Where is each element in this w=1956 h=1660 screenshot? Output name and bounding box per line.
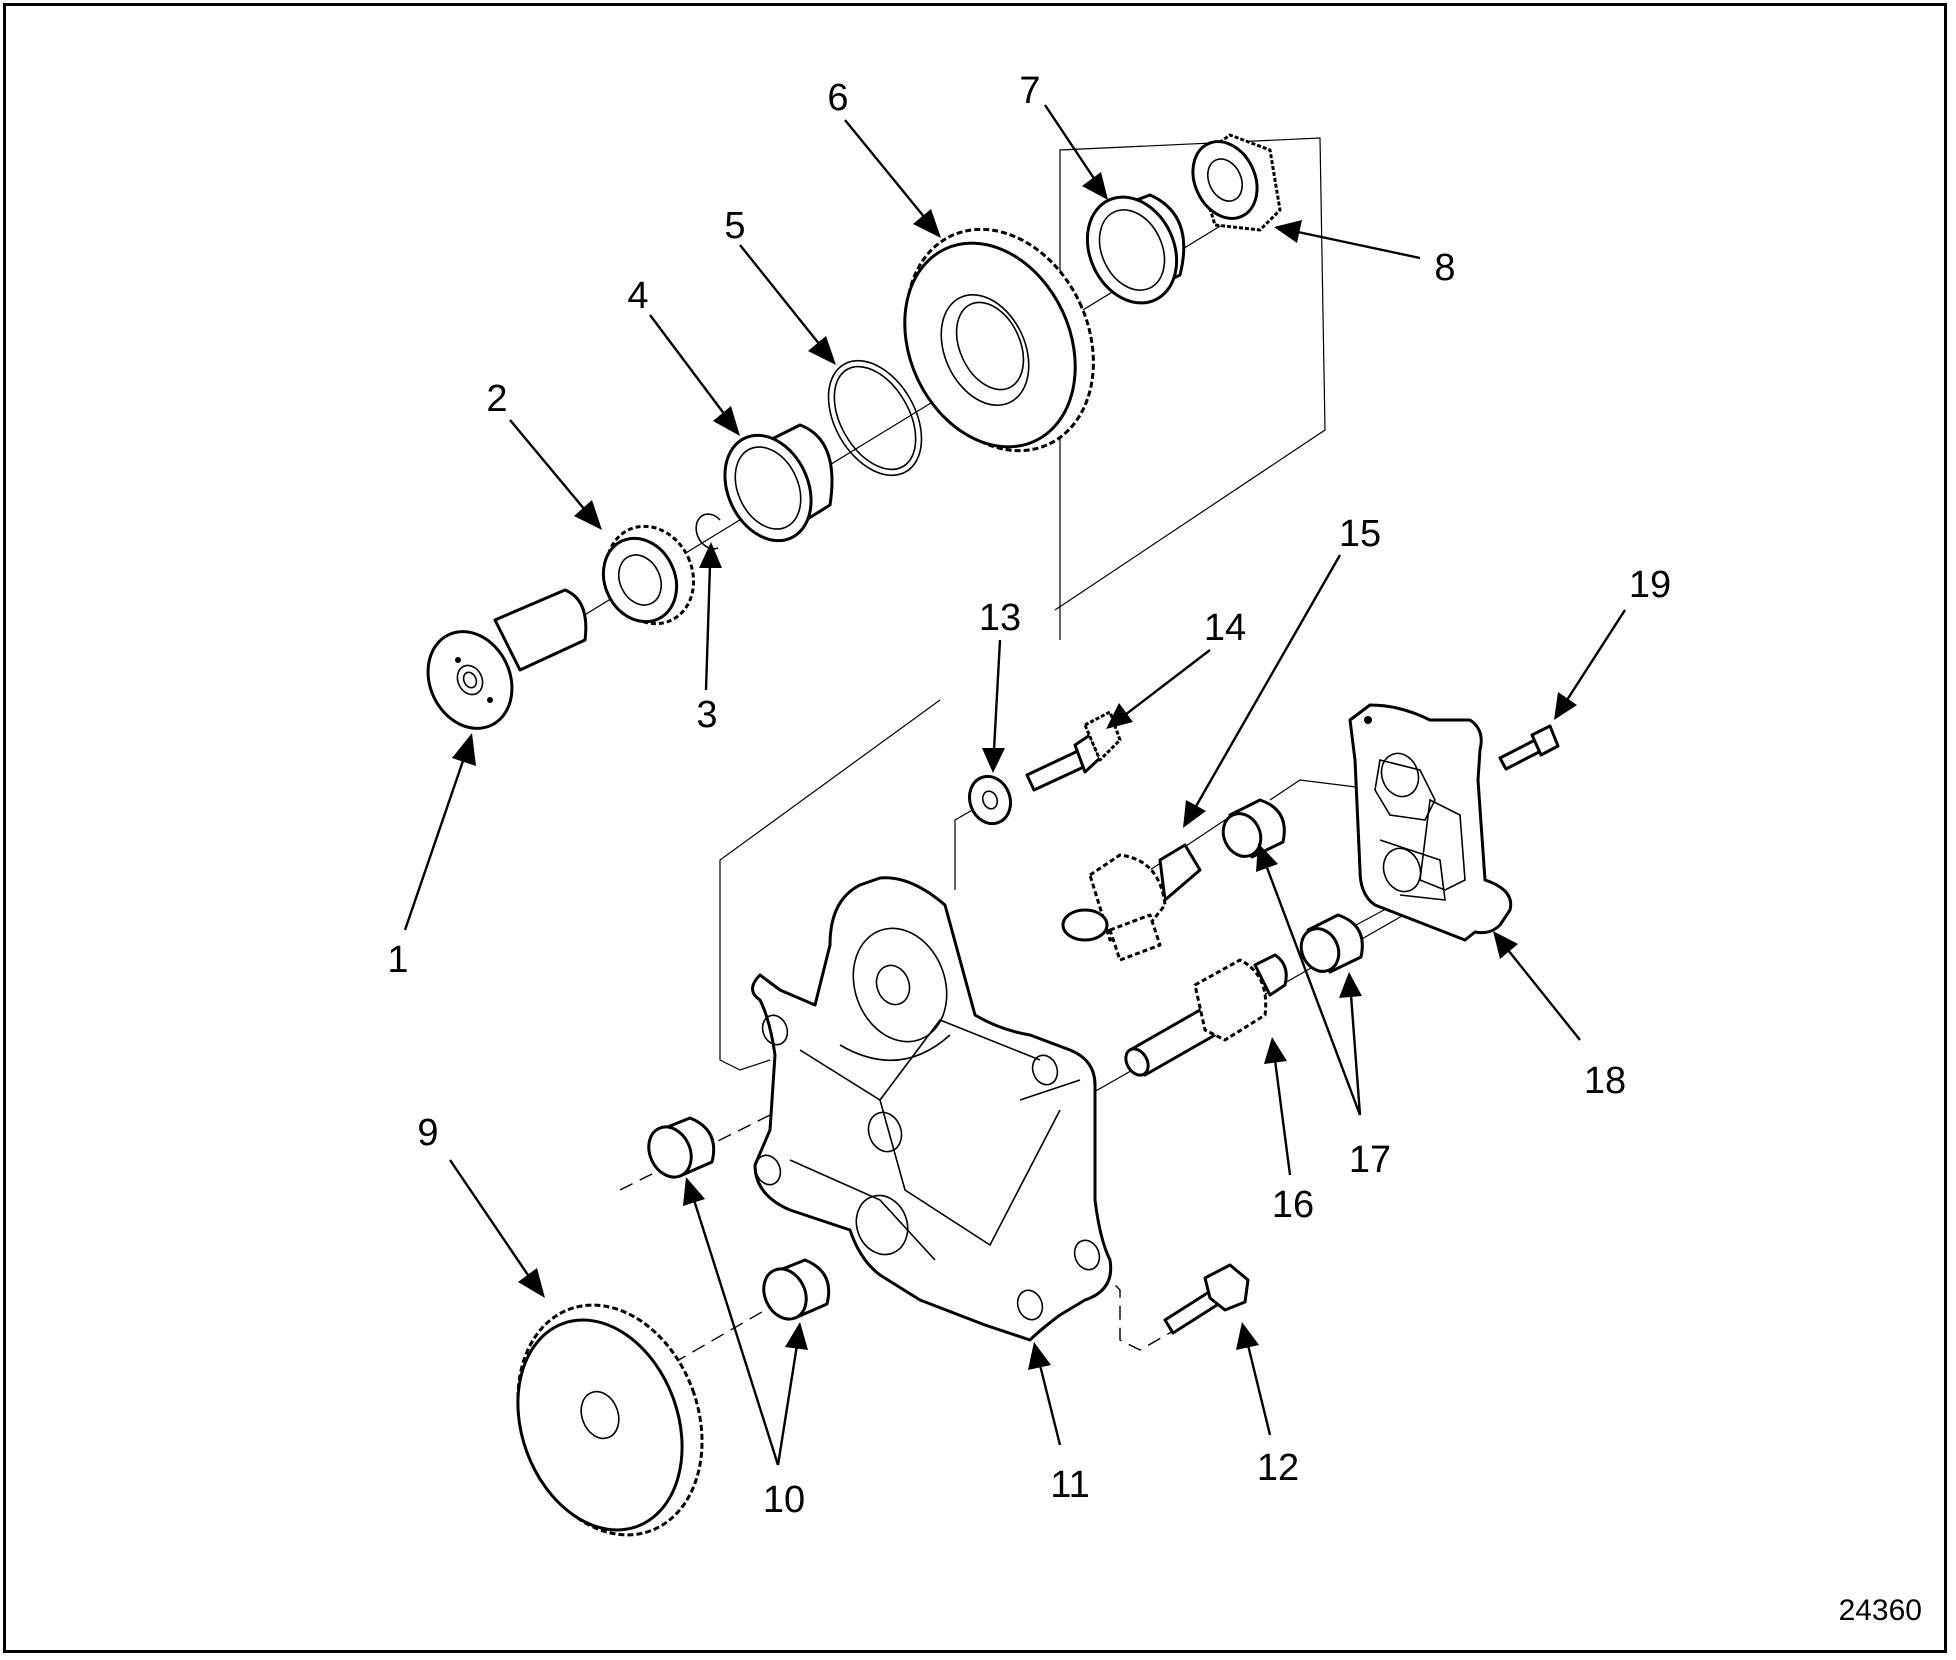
part-9-lower-gear [516, 1303, 704, 1537]
figure-number: 24360 [1839, 1594, 1922, 1627]
part-2-bevel-gear [601, 524, 696, 626]
part-4-bearing-race [723, 423, 834, 543]
callout-8: 8 [1434, 247, 1455, 289]
part-15-gear-shaft [1061, 843, 1202, 962]
callout-19: 19 [1629, 564, 1671, 606]
part-16-pinion-shaft [1124, 953, 1288, 1077]
part-8-bevel-pinion [1191, 133, 1282, 232]
part-13-washer [967, 774, 1013, 826]
callout-6: 6 [827, 77, 848, 119]
callout-1: 1 [387, 939, 408, 981]
part-12-bolt [1163, 1263, 1250, 1335]
callout-4: 4 [627, 275, 648, 317]
callout-18: 18 [1584, 1060, 1626, 1102]
callout-9: 9 [417, 1112, 438, 1154]
part-6-large-gear [903, 227, 1095, 453]
callout-17: 17 [1349, 1139, 1391, 1181]
part-5-retaining-ring [827, 359, 923, 477]
part-1-shaft [426, 588, 588, 730]
callout-2: 2 [486, 378, 507, 420]
callout-14: 14 [1204, 607, 1246, 649]
diagram-frame [3, 3, 1947, 1653]
part-7-bearing-cup [1085, 193, 1186, 305]
part-3-snap-ring [695, 513, 721, 550]
part-11-housing [751, 876, 1113, 1342]
callout-15: 15 [1339, 513, 1381, 555]
callout-12: 12 [1257, 1447, 1299, 1489]
callout-16: 16 [1272, 1184, 1314, 1226]
callout-10: 10 [763, 1479, 805, 1521]
callout-labels: 1 2 3 4 5 6 7 8 9 10 11 12 13 14 15 16 1… [387, 70, 1671, 1521]
part-17-bushings [1221, 798, 1364, 974]
part-10-bushings [647, 1116, 831, 1321]
callout-3: 3 [696, 694, 717, 736]
part-18-cover-plate [1348, 703, 1513, 942]
callout-11: 11 [1050, 1464, 1089, 1506]
callout-13: 13 [979, 597, 1021, 639]
part-14-gear-bolt [1025, 710, 1122, 792]
callout-7: 7 [1019, 70, 1040, 112]
part-19-small-bolt [1498, 724, 1560, 771]
leader-lines [403, 104, 1627, 1466]
callout-5: 5 [724, 205, 745, 247]
